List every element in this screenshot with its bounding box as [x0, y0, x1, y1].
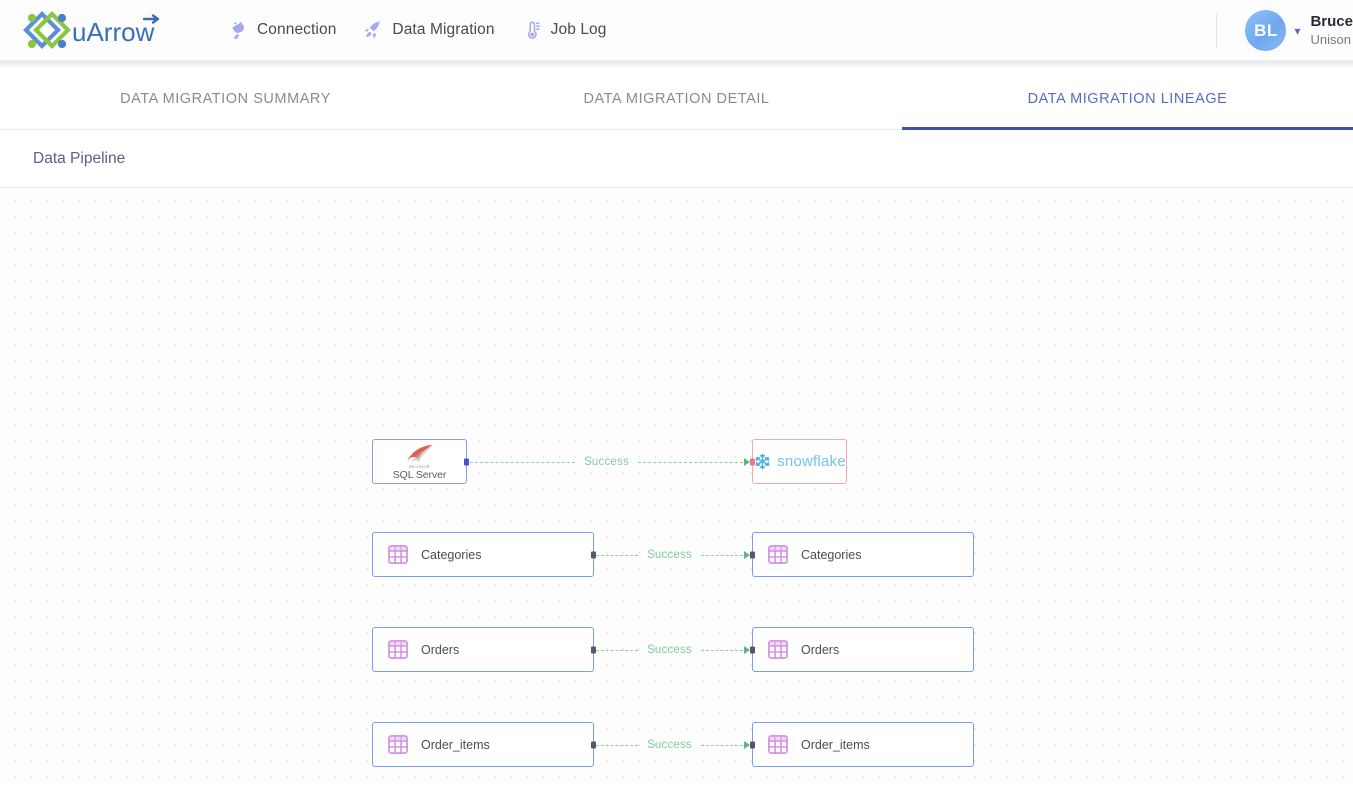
- node-handle-right[interactable]: [464, 458, 469, 465]
- brand-logo[interactable]: uArrow: [20, 8, 170, 52]
- edge-line-right: [700, 649, 743, 651]
- edge-arrowhead-icon: [744, 741, 750, 749]
- edge-status-label: Success: [647, 549, 692, 561]
- tabstrip-shadow: [0, 61, 1353, 68]
- edge-status-label: Success: [647, 644, 692, 656]
- node-handle-right[interactable]: [591, 646, 596, 653]
- lineage-canvas[interactable]: Microsoft SQL Server Success snowflake: [0, 188, 1353, 785]
- node-source-table-label: Categories: [421, 547, 482, 562]
- edge-line-left: [596, 649, 639, 651]
- edge-status-label: Success: [584, 456, 629, 468]
- edge-line-left: [596, 744, 639, 746]
- node-target-table[interactable]: Orders: [750, 627, 974, 672]
- node-handle-right[interactable]: [591, 551, 596, 558]
- node-source-sqlserver[interactable]: Microsoft SQL Server: [372, 439, 469, 484]
- node-target-table-label: Order_items: [801, 737, 870, 752]
- user-name: Bruce: [1310, 13, 1353, 30]
- node-target-snowflake[interactable]: snowflake: [750, 439, 847, 484]
- table-icon: [768, 735, 788, 754]
- avatar[interactable]: BL: [1245, 10, 1287, 51]
- nav-item-connection[interactable]: Connection: [227, 13, 336, 47]
- tab-data-migration-lineage[interactable]: DATA MIGRATION LINEAGE: [902, 68, 1353, 130]
- edge-table-migration[interactable]: Success: [596, 641, 750, 659]
- tab-data-migration-summary[interactable]: DATA MIGRATION SUMMARY: [120, 90, 331, 107]
- sqlserver-vendor: Microsoft: [409, 463, 430, 469]
- edge-line-left: [596, 554, 639, 556]
- app-header: uArrow Connection: [0, 0, 1353, 61]
- node-target-table[interactable]: Categories: [750, 532, 974, 577]
- user-org: Unison: [1310, 31, 1351, 47]
- node-source-table[interactable]: Order_items: [372, 722, 596, 767]
- node-handle-left[interactable]: [750, 741, 755, 748]
- header-divider: [1216, 13, 1218, 48]
- edge-table-migration[interactable]: Success: [596, 546, 750, 564]
- sqlserver-logo: Microsoft SQL Server: [393, 443, 446, 481]
- snowflake-logo: snowflake: [753, 452, 846, 471]
- edge-line-right: [700, 744, 743, 746]
- node-handle-left[interactable]: [750, 646, 755, 653]
- page-title: Data Pipeline: [33, 149, 126, 167]
- edge-status-label: Success: [647, 739, 692, 751]
- sqlserver-name: SQL Server: [392, 469, 447, 481]
- user-info: Bruce Unison: [1310, 13, 1353, 48]
- edge-sqlserver-snowflake[interactable]: Success: [470, 453, 750, 471]
- main-nav: Connection Data Migration J: [227, 13, 606, 47]
- node-target-table-label: Orders: [801, 642, 840, 657]
- rocket-icon: [365, 20, 382, 39]
- table-icon: [388, 640, 408, 659]
- table-icon: [768, 545, 788, 564]
- nav-item-data-migration[interactable]: Data Migration: [362, 13, 495, 47]
- chevron-down-icon[interactable]: ▾: [1294, 23, 1301, 38]
- node-source-table-label: Orders: [421, 642, 460, 657]
- snowflake-name: snowflake: [777, 453, 846, 470]
- nav-item-data-migration-label: Data Migration: [392, 21, 495, 38]
- table-icon: [768, 640, 788, 659]
- node-handle-left[interactable]: [750, 458, 755, 465]
- plug-icon: [232, 21, 244, 40]
- node-target-table-label: Categories: [801, 547, 862, 562]
- tabstrip: DATA MIGRATION SUMMARY DATA MIGRATION DE…: [0, 68, 1353, 130]
- node-source-table[interactable]: Orders: [372, 627, 596, 672]
- thermometer-icon: [527, 21, 540, 39]
- node-target-table[interactable]: Order_items: [750, 722, 974, 767]
- node-handle-left[interactable]: [750, 551, 755, 558]
- snowflake-icon: [755, 453, 770, 470]
- tab-data-migration-detail[interactable]: DATA MIGRATION DETAIL: [583, 90, 770, 107]
- user-menu[interactable]: BL ▾ Bruce Unison: [1216, 0, 1353, 61]
- node-source-table-label: Order_items: [421, 737, 490, 752]
- edge-line-right: [700, 554, 743, 556]
- table-icon: [388, 735, 408, 754]
- subheader: Data Pipeline: [0, 130, 1353, 188]
- nav-item-connection-label: Connection: [257, 21, 337, 38]
- svg-text:uArrow: uArrow: [72, 17, 155, 47]
- edge-line-right: [637, 461, 743, 463]
- nav-item-job-log[interactable]: Job Log: [521, 13, 607, 47]
- table-icon: [388, 545, 408, 564]
- uarrow-logo-icon: uArrow: [23, 11, 160, 49]
- node-handle-right[interactable]: [591, 741, 596, 748]
- node-source-table[interactable]: Categories: [372, 532, 596, 577]
- edge-arrowhead-icon: [744, 551, 750, 559]
- nav-item-job-log-label: Job Log: [550, 21, 607, 38]
- edge-arrowhead-icon: [744, 458, 750, 466]
- edge-line-left: [470, 461, 576, 463]
- edge-table-migration[interactable]: Success: [596, 736, 750, 754]
- sqlserver-swoosh-icon: [406, 444, 433, 463]
- edge-arrowhead-icon: [744, 646, 750, 654]
